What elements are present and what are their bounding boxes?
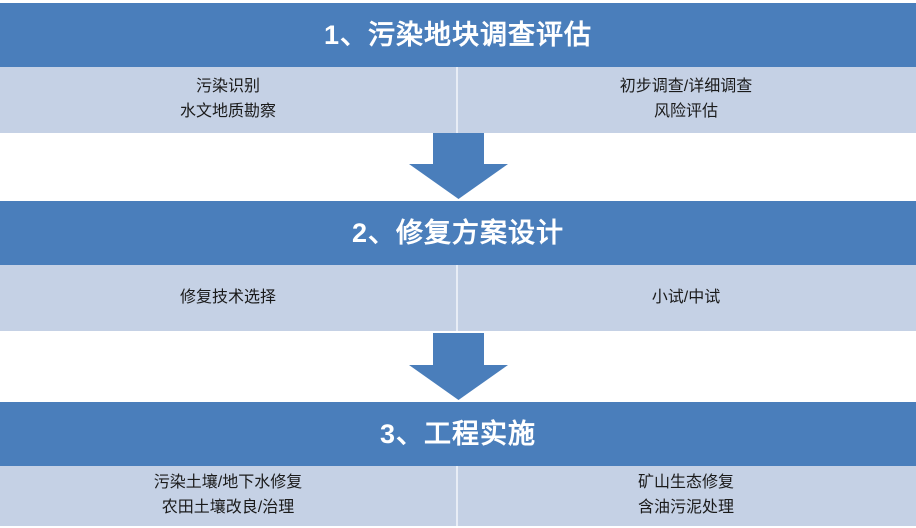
stage-2-column-divider	[456, 265, 458, 331]
stage-1-left-column: 污染识别 水文地质勘察	[0, 67, 456, 133]
stage-1-right-item-1: 初步调查/详细调查	[619, 78, 753, 96]
down-arrow-icon	[409, 133, 508, 201]
stage-2-title: 2、修复方案设计	[351, 217, 565, 248]
stage-2-right-item-1: 小试/中试	[651, 288, 721, 306]
connector-gap-1	[0, 133, 916, 201]
stage-3-body: 污染土壤/地下水修复 农田土壤改良/治理 矿山生态修复 含油污泥处理	[0, 466, 916, 526]
connector-gap-2	[0, 333, 916, 402]
stage-1-left-item-1: 污染识别	[195, 78, 260, 96]
stage-1-column-divider	[456, 67, 458, 133]
stage-3-left-item-2: 农田土壤改良/治理	[161, 499, 295, 516]
down-arrow-icon	[409, 333, 508, 402]
stage-2-left-column: 修复技术选择	[0, 265, 456, 331]
flow-stage-2: 2、修复方案设计 修复技术选择 小试/中试	[0, 201, 916, 331]
stage-1-title: 1、污染地块调查评估	[323, 19, 593, 50]
flow-stage-1: 1、污染地块调查评估 污染识别 水文地质勘察 初步调查/详细调查 风险评估	[0, 3, 916, 133]
stage-3-right-item-1: 矿山生态修复	[637, 474, 734, 492]
stage-3-left-item-1: 污染土壤/地下水修复	[153, 474, 303, 492]
stage-3-right-item-2: 含油污泥处理	[637, 499, 734, 516]
stage-2-header: 2、修复方案设计	[0, 201, 916, 265]
stage-1-body: 污染识别 水文地质勘察 初步调查/详细调查 风险评估	[0, 67, 916, 133]
stage-2-body: 修复技术选择 小试/中试	[0, 265, 916, 331]
stage-1-right-item-2: 风险评估	[653, 103, 718, 120]
stage-3-header: 3、工程实施	[0, 402, 916, 466]
stage-2-left-item-1: 修复技术选择	[179, 288, 276, 306]
stage-3-right-column: 矿山生态修复 含油污泥处理	[456, 466, 916, 526]
stage-3-left-column: 污染土壤/地下水修复 农田土壤改良/治理	[0, 466, 456, 526]
stage-1-header: 1、污染地块调查评估	[0, 3, 916, 67]
stage-3-title: 3、工程实施	[379, 418, 537, 449]
stage-2-right-column: 小试/中试	[456, 265, 916, 331]
stage-1-left-item-2: 水文地质勘察	[179, 103, 276, 120]
flow-stage-3: 3、工程实施 污染土壤/地下水修复 农田土壤改良/治理 矿山生态修复 含油污泥处…	[0, 402, 916, 526]
stage-3-column-divider	[456, 466, 458, 526]
stage-1-right-column: 初步调查/详细调查 风险评估	[456, 67, 916, 133]
